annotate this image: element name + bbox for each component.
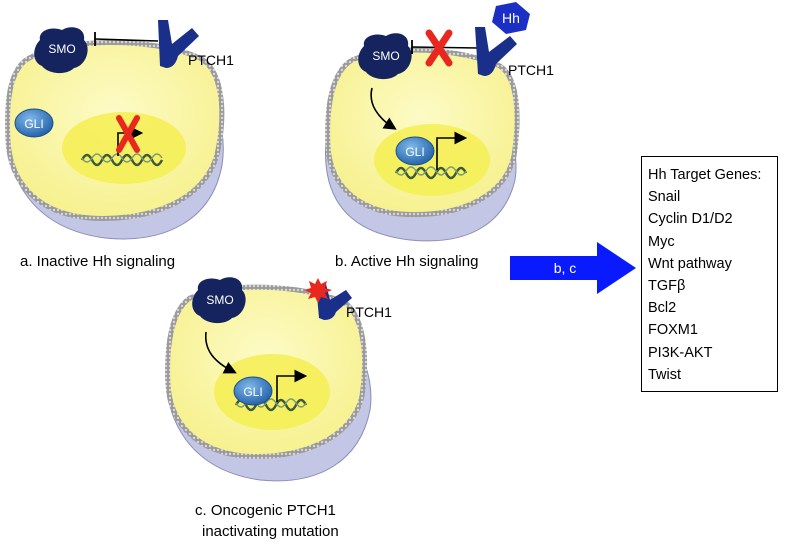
target-gene-item: Myc — [648, 233, 675, 250]
transition-arrow: b, c — [510, 242, 636, 294]
dna-strand — [394, 166, 468, 180]
smo-label: SMO — [48, 42, 75, 56]
smo-label: SMO — [372, 49, 399, 63]
gli-protein: GLI — [14, 108, 54, 138]
gli-label: GLI — [243, 385, 262, 399]
hh-ligand: Hh — [492, 2, 530, 34]
smo-label: SMO — [206, 293, 233, 307]
smo-receptor: SMO — [34, 27, 88, 74]
gli-protein: GLI — [395, 136, 435, 166]
block-x-icon — [425, 29, 453, 67]
inhibition-arrow — [94, 32, 159, 46]
panel-b-caption: b. Active Hh signaling — [335, 253, 478, 270]
gli-label: GLI — [405, 145, 424, 159]
nucleus — [62, 112, 186, 184]
smo-receptor: SMO — [358, 33, 412, 80]
dna-strand — [234, 398, 308, 412]
activation-arrow — [205, 331, 237, 374]
panel-c-caption-line2: inactivating mutation — [202, 523, 339, 540]
smo-receptor: SMO — [192, 277, 246, 324]
panel-a-caption: a. Inactive Hh signaling — [20, 253, 175, 270]
gli-protein: GLI — [233, 376, 273, 406]
ptch1-label: PTCH1 — [188, 52, 234, 68]
ptch1-receptor — [475, 27, 517, 76]
target-gene-item: PI3K-AKT — [648, 344, 713, 361]
panel-b: GLI SMO Hh PTCH1 b. Active Hh signaling — [324, 2, 554, 270]
dna-strand — [80, 153, 164, 167]
dna-strand-2 — [81, 153, 163, 163]
target-gene-item: Twist — [648, 366, 682, 383]
target-gene-item: TGFβ — [648, 278, 686, 295]
hh-label: Hh — [502, 10, 520, 26]
nucleus — [374, 124, 490, 196]
target-gene-item: Wnt pathway — [648, 255, 732, 272]
mutation-starburst-icon — [304, 278, 332, 303]
arrow-label: b, c — [554, 260, 577, 276]
panel-a: GLI SMO PTCH1 a. Inactive Hh signaling — [5, 20, 234, 270]
target-genes-title: Hh Target Genes: — [648, 167, 762, 183]
target-gene-item: FOXM1 — [648, 322, 698, 339]
activation-arrow — [370, 87, 397, 130]
target-gene-item: Cyclin D1/D2 — [648, 211, 733, 228]
transcription-arrow — [436, 131, 468, 170]
panel-c: GLI SMO PTCH1 c. Oncogenic PTCH1 inactiv… — [165, 277, 392, 540]
target-gene-item: Bcl2 — [648, 300, 677, 317]
panel-c-caption-line1: c. Oncogenic PTCH1 — [195, 502, 336, 519]
block-x-icon — [116, 115, 140, 153]
ptch1-label: PTCH1 — [508, 62, 554, 78]
ptch1-receptor — [158, 20, 199, 68]
inhibition-arrow — [411, 40, 479, 54]
transcription-arrow — [276, 369, 308, 402]
dna-strand-2 — [395, 166, 467, 176]
target-gene-item: Snail — [648, 189, 681, 206]
ptch1-label: PTCH1 — [346, 304, 392, 320]
gli-label: GLI — [24, 117, 43, 131]
